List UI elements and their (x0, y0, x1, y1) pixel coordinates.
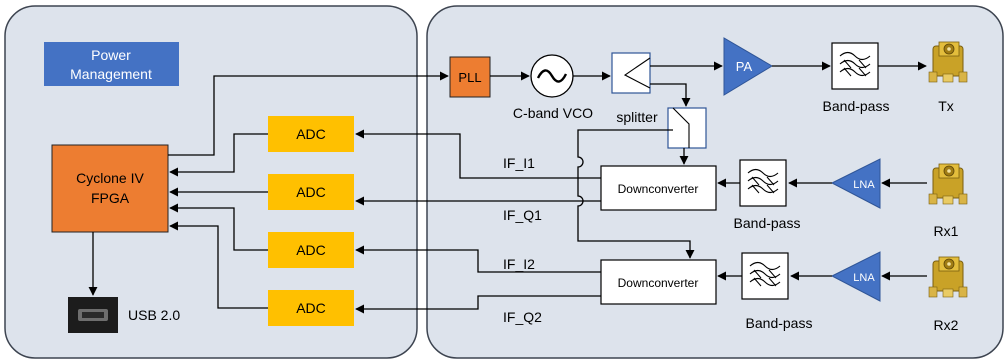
power-management-block (44, 42, 179, 86)
rx2-label: Rx2 (934, 317, 959, 333)
usb-label: USB 2.0 (128, 307, 180, 323)
adc-2-label: ADC (296, 184, 326, 200)
lna-1-amplifier (830, 158, 881, 209)
lna-2-label: LNA (853, 272, 875, 284)
vco-label: C-band VCO (513, 105, 593, 121)
rx1-label: Rx1 (934, 223, 959, 239)
adc-4 (268, 290, 354, 326)
sma-connector-icon (928, 41, 968, 83)
power-label: Power (91, 47, 131, 63)
if-i1-label: IF_I1 (503, 155, 535, 171)
pa-label: PA (736, 59, 753, 74)
bandpass-tx-label: Band-pass (823, 98, 890, 114)
digital-panel (4, 5, 418, 359)
splitter-2-block (667, 107, 707, 149)
fpga-label-line1: Cyclone IV (76, 170, 144, 186)
sma-connector-icon (928, 163, 968, 205)
downconverter-2 (600, 259, 717, 305)
bandpass-filter-icon (831, 42, 879, 90)
downconverter-2-label: Downconverter (618, 276, 699, 290)
sine-wave-icon (530, 54, 574, 98)
lna-1-label: LNA (853, 179, 875, 191)
pa-amplifier (723, 37, 773, 96)
fpga-label-line2: FPGA (91, 190, 130, 206)
splitter-block (611, 52, 651, 94)
if-q1-label: IF_Q1 (503, 207, 542, 223)
splitter-label: splitter (616, 109, 658, 125)
adc-1-label: ADC (296, 126, 326, 142)
adc-4-label: ADC (296, 300, 326, 316)
if-q2-label: IF_Q2 (503, 309, 542, 325)
if-i2-label: IF_I2 (503, 256, 535, 272)
usb-port-icon (68, 297, 118, 333)
adc-1 (268, 116, 354, 152)
adc-2 (268, 174, 354, 210)
adc-3 (268, 232, 354, 268)
tx-label: Tx (938, 98, 954, 114)
fpga-block (51, 144, 169, 233)
sma-connector-icon (928, 256, 968, 298)
pll-label: PLL (458, 70, 481, 85)
management-label: Management (70, 66, 152, 82)
bandpass-rx2-label: Band-pass (746, 315, 813, 331)
downconverter-1 (600, 165, 717, 211)
lna-2-amplifier (830, 251, 881, 302)
bandpass-rx1-label: Band-pass (734, 215, 801, 231)
adc-3-label: ADC (296, 242, 326, 258)
bandpass-filter-icon (739, 159, 787, 207)
bandpass-filter-icon (741, 252, 789, 300)
signal-wires (88, 61, 927, 314)
pll-block (449, 56, 491, 98)
downconverter-1-label: Downconverter (618, 182, 699, 196)
